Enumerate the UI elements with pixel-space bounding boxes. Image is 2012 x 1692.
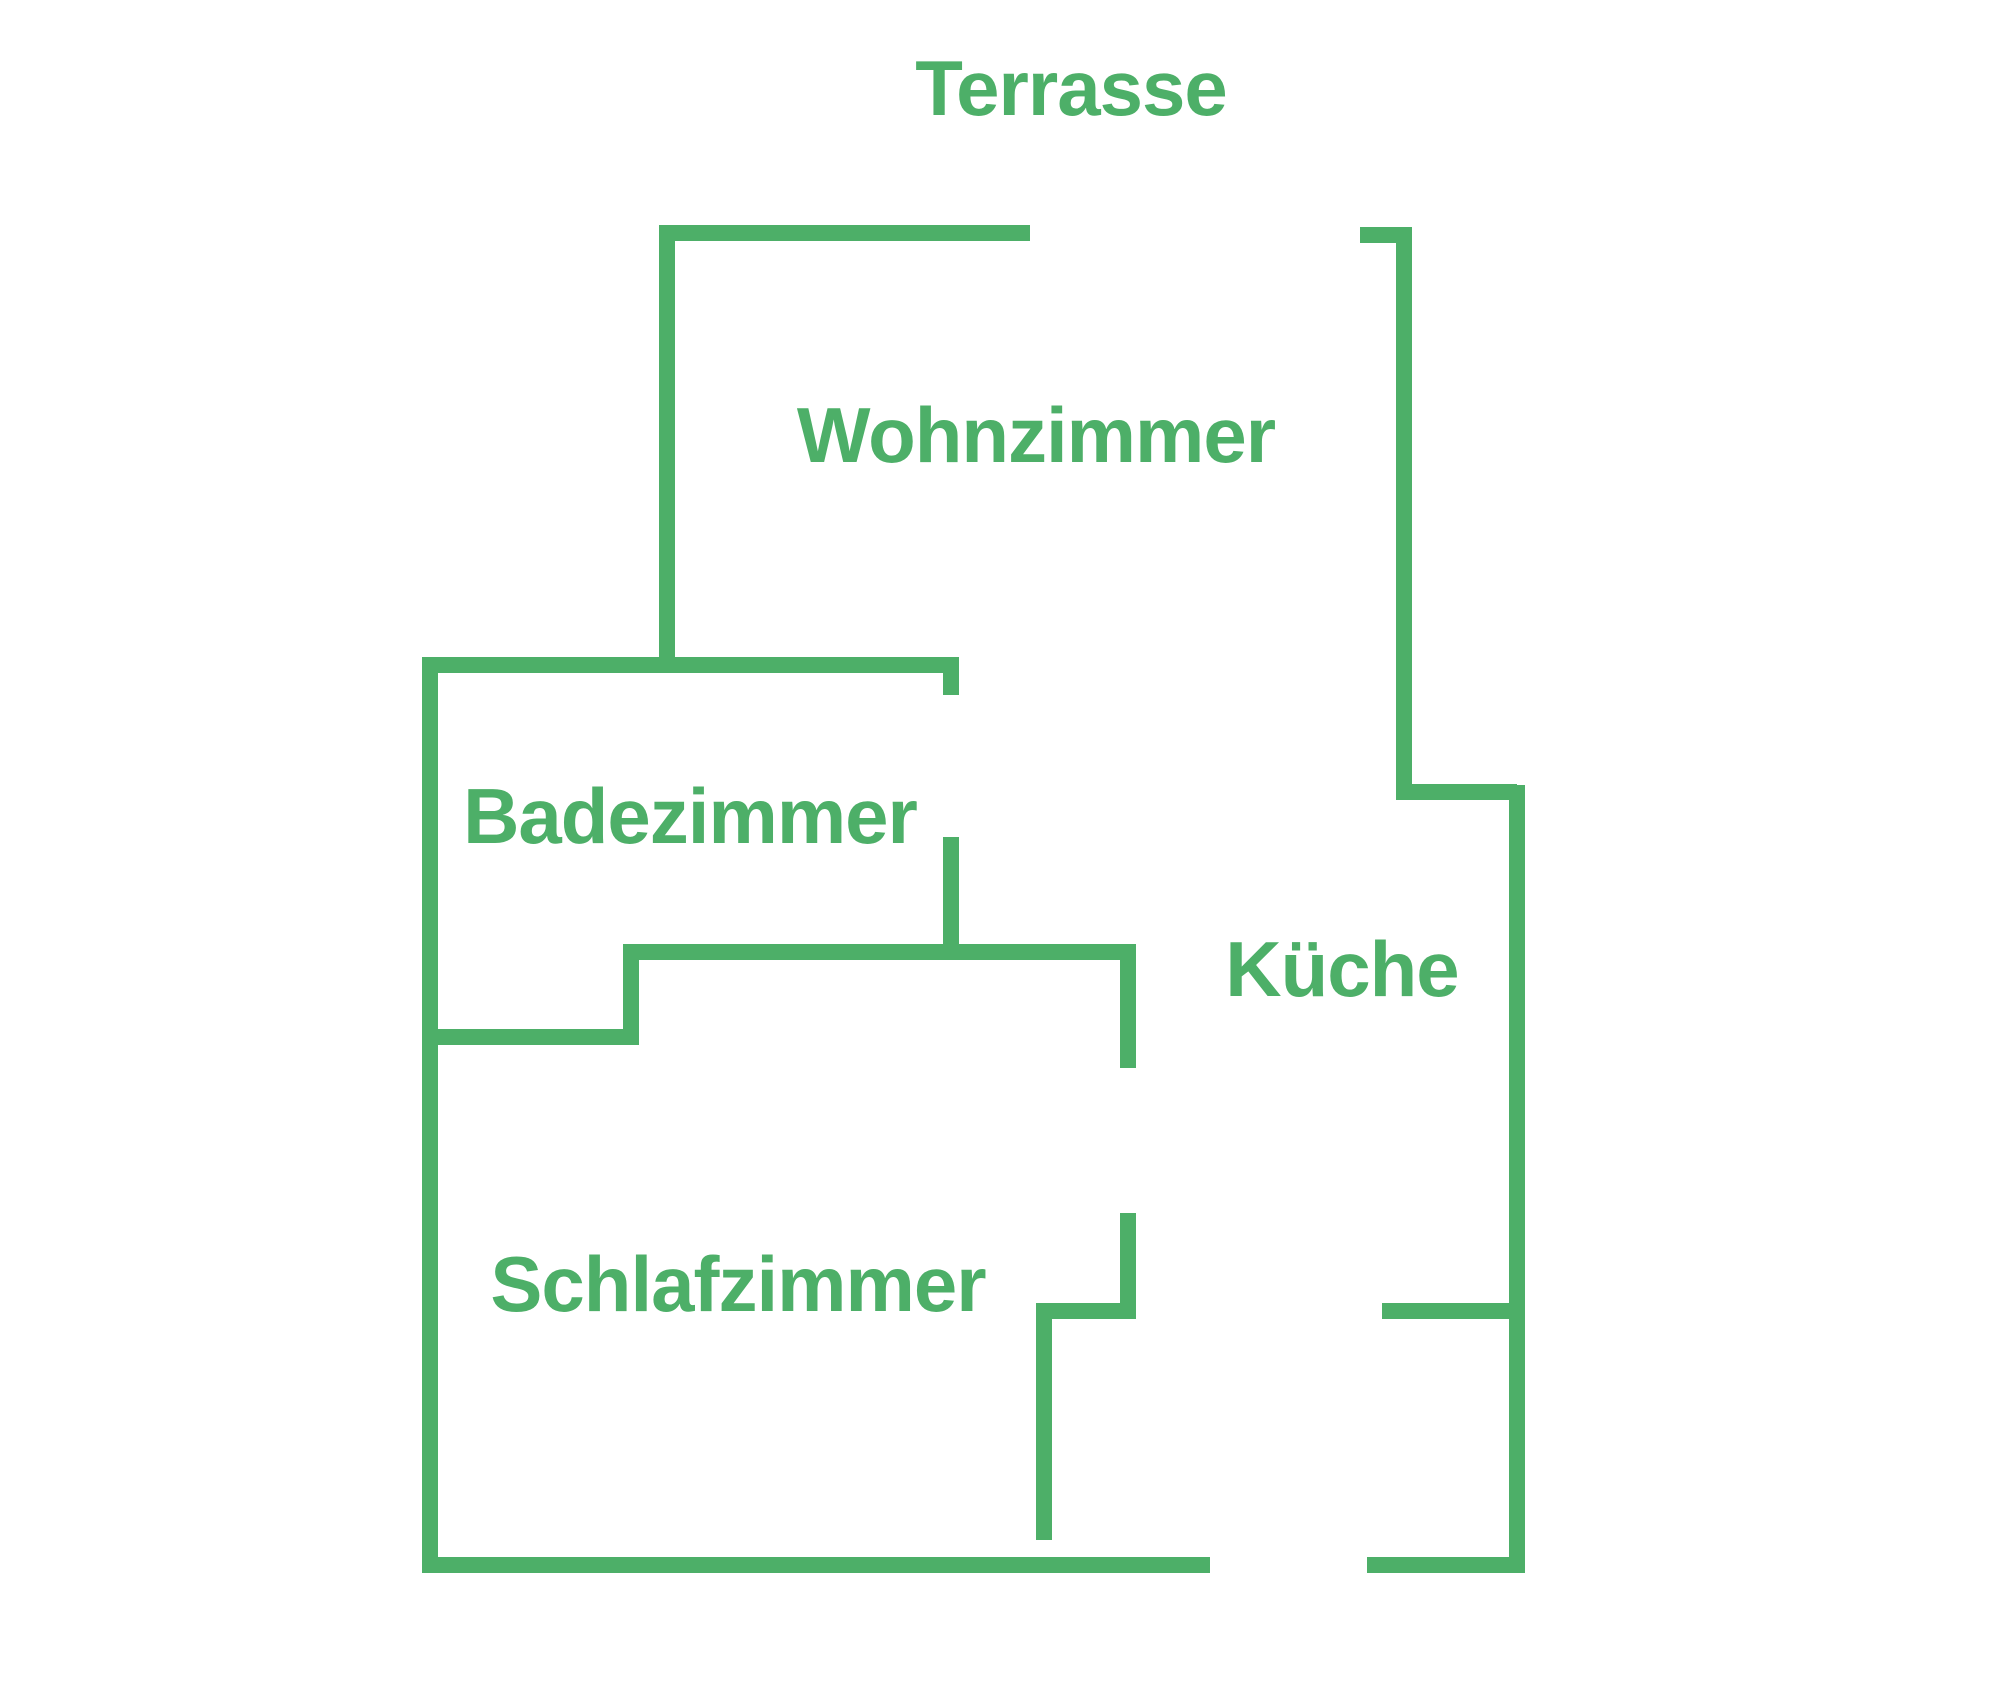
wall-bathroom-bedroom bbox=[430, 944, 1136, 1068]
label-bathroom: Badezimmer bbox=[463, 772, 917, 860]
wall-living-room-right bbox=[1360, 227, 1517, 800]
wall-kitchen-right bbox=[1367, 785, 1525, 1573]
wall-bathroom-top-outer-left bbox=[422, 657, 1210, 1573]
label-terrace: Terrasse bbox=[915, 44, 1226, 132]
label-bedroom: Schlafzimmer bbox=[490, 1240, 986, 1328]
wall-living-room-top-left bbox=[659, 225, 1030, 665]
wall-bedroom-right bbox=[1036, 1213, 1136, 1540]
label-living-room: Wohnzimmer bbox=[797, 391, 1276, 479]
label-kitchen: Küche bbox=[1225, 925, 1458, 1013]
